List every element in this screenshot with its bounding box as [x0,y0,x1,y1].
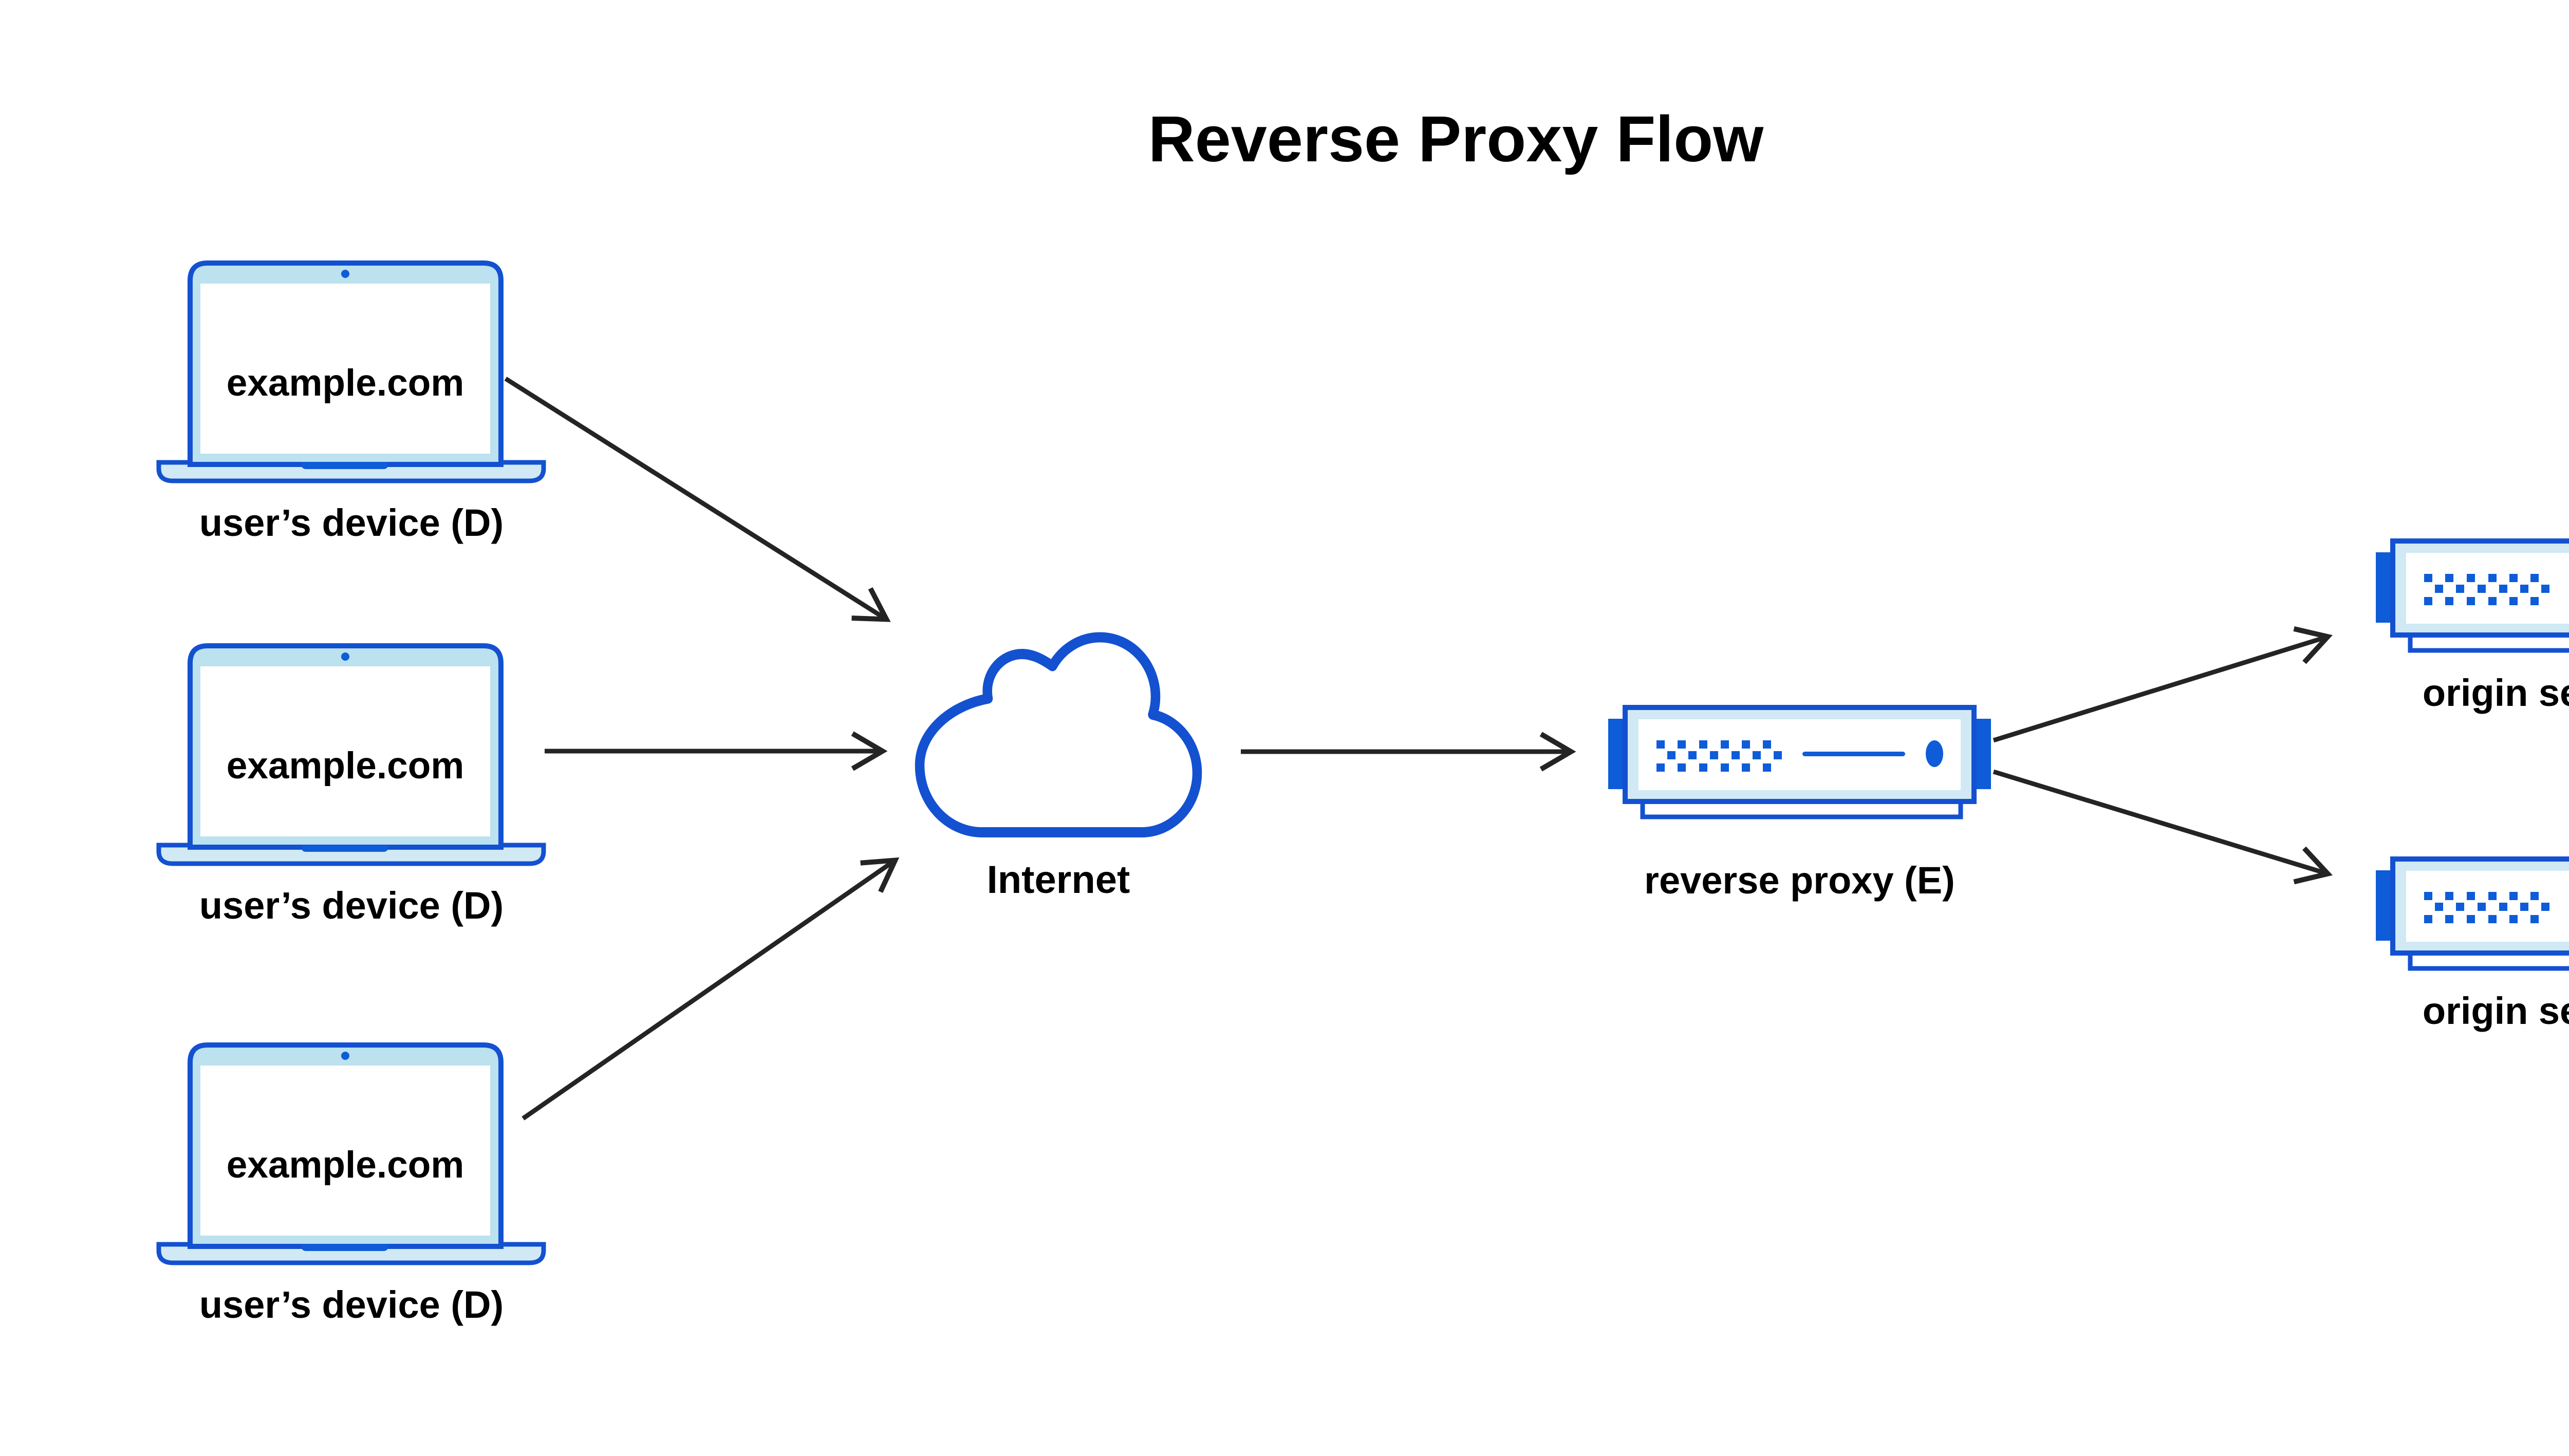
device-3-to-internet-arrow [522,857,900,1121]
user-device-2: example.com user’s device (D) [156,643,547,931]
device-screen-url: example.com [226,745,464,787]
internet-node: Internet [915,632,1202,921]
proxy-to-origin-2-arrow [1993,769,2333,885]
origin-server-caption: origin server (F) [2422,671,2569,714]
device-screen-url: example.com [226,1144,464,1186]
reverse-proxy-caption: reverse proxy (E) [1644,859,1955,902]
user-device-1: example.com user’s device (D) [156,260,547,548]
server-icon [1608,705,1991,823]
device-1-to-internet-arrow [504,377,891,622]
reverse-proxy-node: reverse proxy (E) [1608,705,1991,931]
device-screen-url: example.com [226,362,464,404]
internet-caption: Internet [986,858,1130,902]
page-title: Reverse Proxy Flow [1148,103,1764,175]
server-icon [2376,538,2569,657]
origin-server-caption: origin server (F) [2422,990,2569,1032]
device-caption: user’s device (D) [199,1283,504,1326]
device-caption: user’s device (D) [199,501,504,544]
device-caption: user’s device (D) [199,884,504,927]
proxy-to-origin-1-arrow [1993,626,2333,743]
user-device-3: example.com user’s device (D) [156,1042,547,1330]
origin-server-1: origin server (F) [2376,538,2569,744]
origin-server-2: origin server (F) [2376,856,2569,1062]
server-icon [2376,856,2569,975]
cloud-icon [915,632,1202,837]
